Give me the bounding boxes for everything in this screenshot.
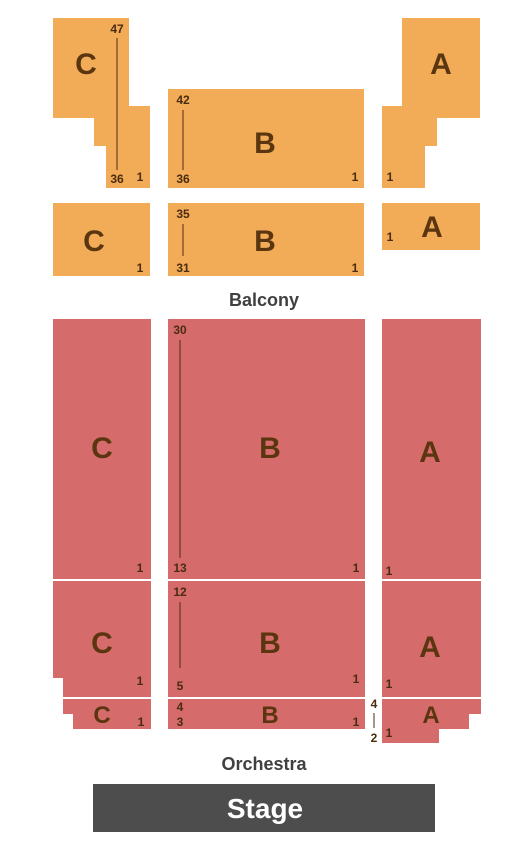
- section-letter: C: [83, 225, 105, 258]
- stage: Stage: [93, 784, 435, 832]
- row-label-top: 47: [110, 22, 124, 36]
- section-letter: A: [421, 211, 443, 244]
- balcony-lower-section-b[interactable]: B 35 31 1: [168, 203, 364, 276]
- seat-start-label: 1: [353, 715, 360, 729]
- balcony-upper-section-a[interactable]: A 1: [382, 18, 480, 188]
- section-shape[interactable]: [168, 699, 365, 729]
- balcony-upper-section-b[interactable]: B 42 36 1: [168, 89, 364, 188]
- row-label-top: 42: [176, 93, 190, 107]
- row-label-bottom: 2: [371, 731, 378, 745]
- row-label-top: 4: [371, 697, 378, 711]
- section-shape[interactable]: [53, 581, 151, 697]
- seat-start-label: 1: [386, 677, 393, 691]
- orchestra-front-section-a[interactable]: A 1 4 2: [371, 697, 481, 745]
- section-letter: A: [419, 436, 441, 469]
- section-letter: B: [259, 432, 281, 465]
- section-shape[interactable]: [53, 319, 151, 579]
- section-letter: C: [93, 702, 110, 729]
- row-label-bottom: 36: [176, 172, 190, 186]
- section-letter: A: [430, 48, 452, 81]
- seat-start-label: 1: [137, 674, 144, 688]
- row-label-bottom: 5: [177, 679, 184, 693]
- section-letter: A: [419, 631, 441, 664]
- seat-start-label: 1: [386, 726, 393, 740]
- row-label-bottom: 3: [177, 715, 184, 729]
- row-label-top: 12: [173, 585, 187, 599]
- section-letter: A: [422, 702, 439, 729]
- section-shape[interactable]: [53, 203, 150, 276]
- section-shape[interactable]: [168, 319, 365, 579]
- balcony-lower-section-a[interactable]: A 1: [382, 203, 480, 250]
- seat-start-label: 1: [137, 561, 144, 575]
- section-shape[interactable]: [382, 581, 481, 697]
- section-shape[interactable]: [168, 581, 365, 697]
- seat-start-label: 1: [353, 672, 360, 686]
- orchestra-mid-section-a[interactable]: A 1: [382, 581, 481, 697]
- balcony-lower-section-c[interactable]: C 1: [53, 203, 150, 276]
- orchestra-rear-section-b[interactable]: B 30 13 1: [168, 319, 365, 579]
- level-label-balcony: Balcony: [229, 290, 299, 310]
- section-shape[interactable]: [53, 18, 150, 188]
- seat-start-label: 1: [352, 170, 359, 184]
- section-letter: B: [261, 702, 278, 729]
- section-shape[interactable]: [382, 18, 480, 188]
- seat-start-label: 1: [387, 170, 394, 184]
- orchestra-front-section-b[interactable]: B 4 3 1: [168, 699, 365, 729]
- section-letter: C: [91, 432, 113, 465]
- level-label-orchestra: Orchestra: [221, 754, 307, 774]
- seat-start-label: 1: [137, 261, 144, 275]
- section-letter: B: [254, 127, 276, 160]
- section-shape[interactable]: [382, 203, 480, 250]
- stage-label: Stage: [227, 793, 303, 824]
- orchestra-rear-section-a[interactable]: A 1: [382, 319, 481, 579]
- orchestra-rear-section-c[interactable]: C 1: [53, 319, 151, 579]
- row-label-bottom: 31: [176, 261, 190, 275]
- section-shape[interactable]: [382, 319, 481, 579]
- stage-shape: [93, 784, 435, 832]
- row-label-bottom: 36: [110, 172, 124, 186]
- row-label-bottom: 13: [173, 561, 187, 575]
- balcony-upper-section-c[interactable]: C 47 36 1: [53, 18, 150, 188]
- seat-start-label: 1: [387, 230, 394, 244]
- seat-start-label: 1: [138, 715, 145, 729]
- row-label-top: 30: [173, 323, 187, 337]
- section-shape[interactable]: [168, 203, 364, 276]
- section-letter: B: [259, 627, 281, 660]
- section-shape[interactable]: [63, 699, 151, 729]
- seat-start-label: 1: [137, 170, 144, 184]
- orchestra-front-section-c[interactable]: C 1: [63, 699, 151, 729]
- seat-start-label: 1: [353, 561, 360, 575]
- section-shape[interactable]: [382, 699, 481, 743]
- seat-start-label: 1: [352, 261, 359, 275]
- section-letter: B: [254, 225, 276, 258]
- orchestra-mid-section-c[interactable]: C 1: [53, 581, 151, 697]
- row-label-top: 35: [176, 207, 190, 221]
- row-label-top: 4: [177, 700, 184, 714]
- seat-start-label: 1: [386, 564, 393, 578]
- section-shape[interactable]: [168, 89, 364, 188]
- section-letter: C: [75, 48, 97, 81]
- orchestra-mid-section-b[interactable]: B 12 5 1: [168, 581, 365, 697]
- section-letter: C: [91, 627, 113, 660]
